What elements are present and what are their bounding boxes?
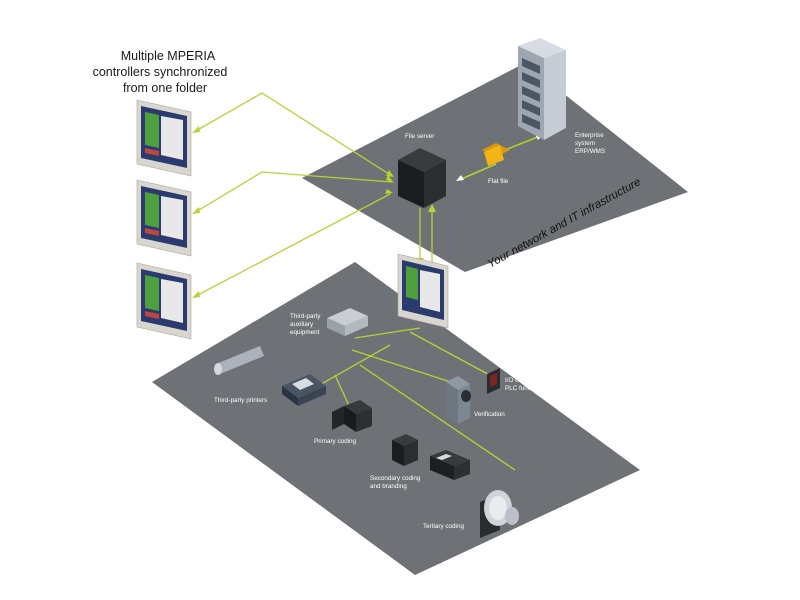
folder-icon	[482, 143, 510, 166]
file-server[interactable]	[398, 148, 446, 208]
net-main-a	[354, 327, 421, 339]
enterprise-label-1: Enterprise	[575, 132, 604, 139]
net-main-c	[351, 349, 461, 386]
net-main-e	[359, 364, 516, 471]
io-control-label-2: PLC functions	[505, 385, 544, 392]
header-line-1: Multiple MPERIA	[121, 49, 216, 63]
secondary-coding-printer[interactable]	[392, 434, 418, 466]
production-line-platform	[152, 262, 640, 575]
enterprise-label-3: ERP/WMS	[575, 148, 605, 155]
verification-label: Verification	[474, 411, 505, 418]
tertiary-coding-label: Tertiary coding	[423, 523, 464, 530]
header-line-2: controllers synchronized	[93, 65, 228, 79]
verification-camera[interactable]	[446, 376, 471, 424]
third-party-printer-cylinder[interactable]	[214, 346, 264, 375]
secondary-label-2: and branding	[370, 483, 407, 490]
net-main-f	[409, 331, 496, 379]
mperia-controller-1[interactable]	[136, 99, 192, 177]
aux-label-3: equipment	[290, 329, 320, 336]
it-infrastructure-platform	[302, 63, 688, 272]
link-monitor-3	[193, 193, 391, 298]
tertiary-coding-printer[interactable]	[480, 490, 519, 538]
header-line-3: from one folder	[123, 81, 207, 95]
secondary-branding-printer[interactable]	[430, 450, 470, 480]
primary-coding-printer[interactable]	[332, 400, 372, 432]
third-party-printer-panel[interactable]	[282, 374, 326, 406]
printers-label: Third-party printers	[214, 397, 267, 404]
enterprise-system-rack[interactable]	[518, 38, 566, 140]
auxiliary-equipment[interactable]	[327, 308, 368, 336]
mperia-controller-3[interactable]	[136, 262, 192, 340]
link-monitor-1	[193, 92, 393, 177]
sync-links	[192, 92, 543, 298]
secondary-label-1: Secondary coding	[370, 475, 421, 482]
io-control-label-1: I/O control/	[505, 377, 536, 384]
enterprise-label-2: system	[575, 140, 595, 147]
aux-label-2: auxiliary	[290, 321, 314, 328]
link-flatfile-top	[504, 135, 541, 151]
link-monitor-2	[193, 171, 393, 214]
production-mperia-controller[interactable]	[397, 253, 449, 329]
mperia-controller-2[interactable]	[136, 179, 192, 257]
flat-file-label: Flat file	[488, 178, 509, 185]
aux-label-1: Third-party	[290, 313, 321, 320]
link-flatfile-bottom	[458, 163, 497, 181]
file-server-label: File server	[405, 133, 434, 140]
io-control-unit[interactable]	[487, 368, 500, 394]
net-main-d	[334, 374, 351, 409]
primary-coding-label: Primary coding	[314, 438, 356, 445]
